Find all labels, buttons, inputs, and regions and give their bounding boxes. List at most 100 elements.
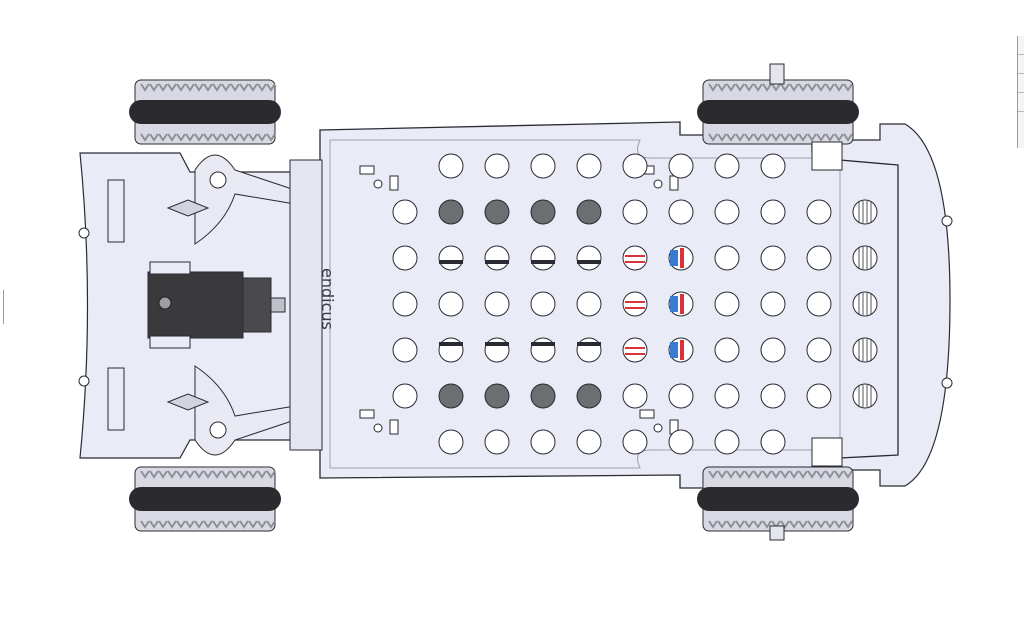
plate-hole (622, 337, 648, 363)
plate-hole (760, 383, 786, 409)
plate-hole (760, 291, 786, 317)
plate-hole (806, 337, 832, 363)
tread (807, 133, 817, 142)
plate-hole (668, 153, 694, 179)
tread (717, 133, 727, 142)
tread (194, 83, 204, 92)
tread (717, 520, 727, 529)
tread (753, 520, 763, 529)
plate-hole (760, 337, 786, 363)
front-bracket-bottom (811, 437, 843, 467)
plate-hole (392, 291, 418, 317)
tread (158, 470, 168, 479)
plate-hole (806, 245, 832, 271)
hole-accent (625, 307, 645, 309)
tread (816, 83, 826, 92)
plate-hole (530, 337, 556, 363)
mount-screw (373, 179, 383, 189)
hole-accent (625, 353, 645, 355)
plate-hole (576, 429, 602, 455)
motor-screw (158, 296, 172, 310)
rear-slot-top (107, 179, 125, 243)
tread (167, 133, 177, 142)
tread (167, 470, 177, 479)
plate-hole (484, 291, 510, 317)
tread (780, 83, 790, 92)
knuckle-pivot (209, 421, 227, 439)
hole-shadow (439, 260, 463, 264)
plate-hole (576, 199, 602, 225)
knuckle-top (166, 154, 296, 245)
tread (248, 133, 258, 142)
axle-bottom (769, 525, 785, 541)
tread (266, 133, 276, 142)
plate-hole (714, 291, 740, 317)
tread (230, 470, 240, 479)
tread (257, 470, 267, 479)
plate-hole (622, 429, 648, 455)
mount-tab (669, 175, 679, 191)
motor-gearbox (242, 277, 272, 333)
tread (203, 470, 213, 479)
tread (167, 83, 177, 92)
tread (203, 133, 213, 142)
wheel-front-left (697, 79, 859, 145)
rear-crossbar (289, 159, 323, 451)
tread (735, 133, 745, 142)
tread (194, 520, 204, 529)
tread (807, 470, 817, 479)
plate-hole (760, 199, 786, 225)
tread (708, 470, 718, 479)
plate-hole (438, 153, 464, 179)
tread (140, 520, 150, 529)
tread (140, 133, 150, 142)
tread (239, 83, 249, 92)
tread (176, 133, 186, 142)
brand-label: endicus (318, 268, 337, 330)
tread (158, 133, 168, 142)
tread (717, 83, 727, 92)
tread (834, 520, 844, 529)
knuckle-pivot (209, 171, 227, 189)
hole-accent (625, 255, 645, 257)
tread (176, 83, 186, 92)
tread (825, 470, 835, 479)
rear-slot-bottom (107, 367, 125, 431)
tread (744, 83, 754, 92)
motor-shaft (270, 297, 286, 313)
tread (239, 520, 249, 529)
plate-hole (530, 291, 556, 317)
tread (834, 83, 844, 92)
tread (816, 470, 826, 479)
tread (735, 520, 745, 529)
tread (843, 520, 853, 529)
tread (789, 470, 799, 479)
tread (239, 133, 249, 142)
plate-hole (484, 383, 510, 409)
plate-hole (392, 383, 418, 409)
front-hole-bottom (941, 377, 953, 389)
tread (762, 133, 772, 142)
tread (726, 520, 736, 529)
tread (771, 133, 781, 142)
tread (834, 133, 844, 142)
tread (753, 83, 763, 92)
wheel-rear-left (129, 79, 281, 145)
mount-tab (389, 175, 399, 191)
plate-hole (852, 199, 878, 225)
plate-hole (392, 245, 418, 271)
tread (266, 520, 276, 529)
tread (771, 470, 781, 479)
tread (789, 133, 799, 142)
tread (230, 520, 240, 529)
tread (185, 470, 195, 479)
tread (753, 133, 763, 142)
tread (843, 133, 853, 142)
tread (780, 520, 790, 529)
tread (221, 520, 231, 529)
plate-hole (622, 245, 648, 271)
plate-hole (530, 245, 556, 271)
tire-band (697, 487, 859, 511)
